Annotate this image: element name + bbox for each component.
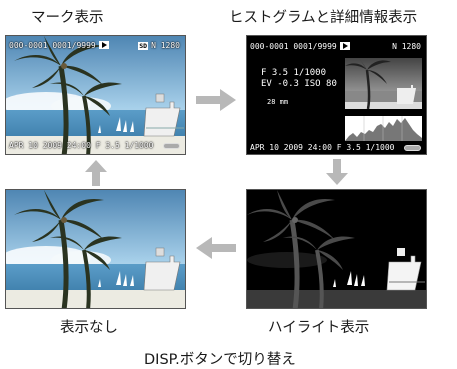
screen-no-display [5, 189, 186, 309]
battery-icon [404, 145, 421, 151]
histogram-counter: 0001/9999 [293, 42, 337, 51]
mark-counter: 0001/9999 [52, 41, 96, 50]
arrow-up-icon [85, 160, 107, 186]
play-mode-icon [339, 42, 350, 50]
caption-disp-button: DISP.ボタンで切り替え [144, 352, 296, 368]
histogram-footer-osd: APR 10 2009 24:00 F 3.5 1/1000 [250, 143, 395, 152]
screen-histogram: 000-0001 0001/9999 N 1280 F 3.5 1/1000 E… [246, 35, 427, 155]
screen-highlight [246, 189, 427, 309]
histogram-quality: N 1280 [392, 42, 421, 51]
caption-no-display: 表示なし [60, 320, 118, 336]
histogram-focal-length: 28 mm [267, 98, 289, 106]
arrow-left-icon [196, 237, 236, 259]
arrow-right-icon [196, 89, 236, 111]
arrow-down-icon [326, 159, 348, 185]
caption-highlight: ハイライト表示 [268, 320, 370, 336]
mark-file-no: 000-0001 [9, 41, 48, 50]
mark-top-osd: 000-0001 0001/9999 [9, 41, 109, 50]
histogram-aperture-shutter: F 3.5 1/1000 [261, 68, 327, 78]
battery-icon [163, 143, 180, 149]
caption-mark: マーク表示 [31, 10, 104, 26]
caption-histogram: ヒストグラムと詳細情報表示 [229, 10, 418, 26]
histogram-top-osd: 000-0001 0001/9999 [250, 42, 350, 51]
sd-card-icon: SD [138, 42, 149, 50]
histogram-file-no: 000-0001 [250, 42, 289, 51]
play-mode-icon [98, 41, 109, 49]
mark-quality: N 1280 [151, 41, 180, 50]
histogram-ev-iso: EV -0.3 ISO 80 [261, 79, 337, 89]
mark-footer-osd: APR 10 2009 24:00 F 3.5 1/1000 [9, 141, 154, 150]
